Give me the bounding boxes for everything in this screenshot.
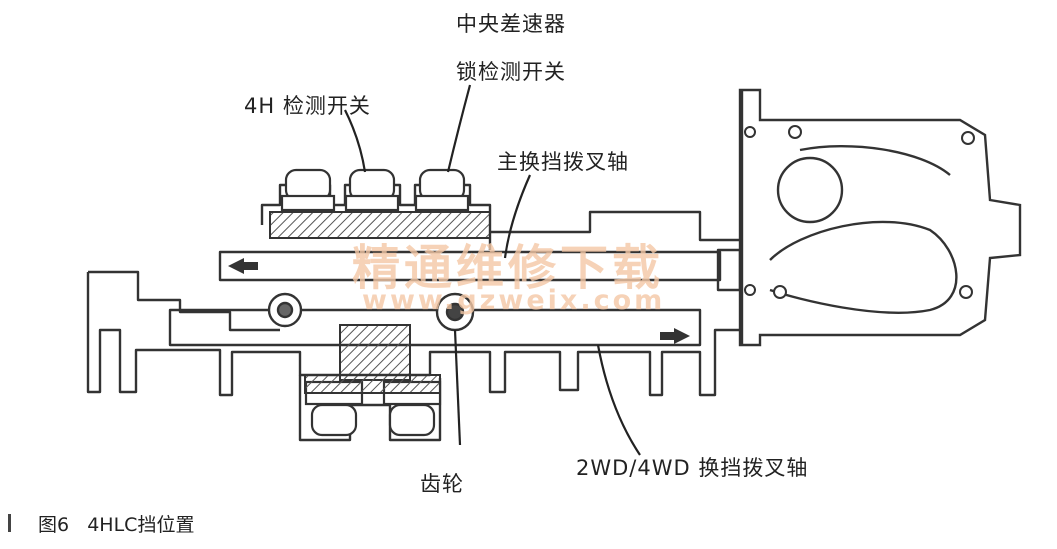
bolt-6	[744, 284, 756, 296]
lower-housing-top	[88, 270, 280, 332]
bolt-4	[773, 285, 787, 299]
leader-cdl	[446, 84, 472, 173]
main-shaft	[218, 250, 722, 282]
main-shaft-end	[716, 248, 742, 292]
leader-4h	[344, 109, 367, 173]
gearbox-shaft-circle	[776, 156, 844, 224]
arrow-right	[660, 328, 690, 344]
watermark-url: www.gzweix.com	[362, 285, 666, 316]
label-gear: 齿轮	[420, 472, 464, 496]
hatch-block-center	[339, 324, 411, 381]
leader-main-fork	[503, 174, 532, 259]
lower-switch-block	[298, 375, 442, 442]
lower-switch-left-cap	[310, 403, 358, 437]
watermark-text: 精通维修下载	[352, 240, 665, 296]
leader-gear	[453, 329, 462, 446]
leader-2wd4wd	[596, 344, 641, 456]
lower-switch-right-cap	[388, 403, 436, 437]
bolt-5	[744, 126, 756, 138]
switch-4h-base	[280, 194, 336, 212]
upper-casing	[490, 210, 740, 242]
gearbox-inner-curve	[769, 220, 958, 314]
fork-shaft	[168, 308, 702, 347]
switch-cdl-base	[414, 194, 470, 212]
bolt-3	[959, 285, 973, 299]
gearbox-inner-curve2	[799, 145, 951, 176]
figure-caption: 图6 4HLC挡位置	[0, 508, 400, 538]
label-center-diff-line1: 中央差速器	[456, 12, 566, 36]
bearing-left-inner	[276, 301, 294, 319]
label-4h-switch: 4H 检测开关	[244, 94, 371, 118]
label-main-fork-shaft: 主换挡拨叉轴	[497, 150, 629, 174]
bolt-1	[788, 125, 802, 139]
caption-text: 图6 4HLC挡位置	[38, 510, 194, 537]
lower-housing	[86, 272, 740, 397]
label-2wd-4wd-fork-shaft: 2WD/4WD 换挡拨叉轴	[576, 456, 809, 480]
caption-figure-number: 图6	[38, 514, 70, 536]
gear-center-inner	[445, 302, 465, 322]
bolt-2	[961, 131, 975, 145]
label-center-diff-line2: 锁检测开关	[456, 60, 566, 84]
hatch-block-lower	[304, 374, 441, 394]
arrow-left	[228, 258, 258, 274]
gearbox-housing	[738, 88, 1022, 347]
caption-title: 4HLC挡位置	[87, 514, 195, 536]
switch-mid-base	[344, 194, 400, 212]
caption-bar	[8, 514, 11, 532]
hatch-block-upper	[269, 211, 491, 239]
